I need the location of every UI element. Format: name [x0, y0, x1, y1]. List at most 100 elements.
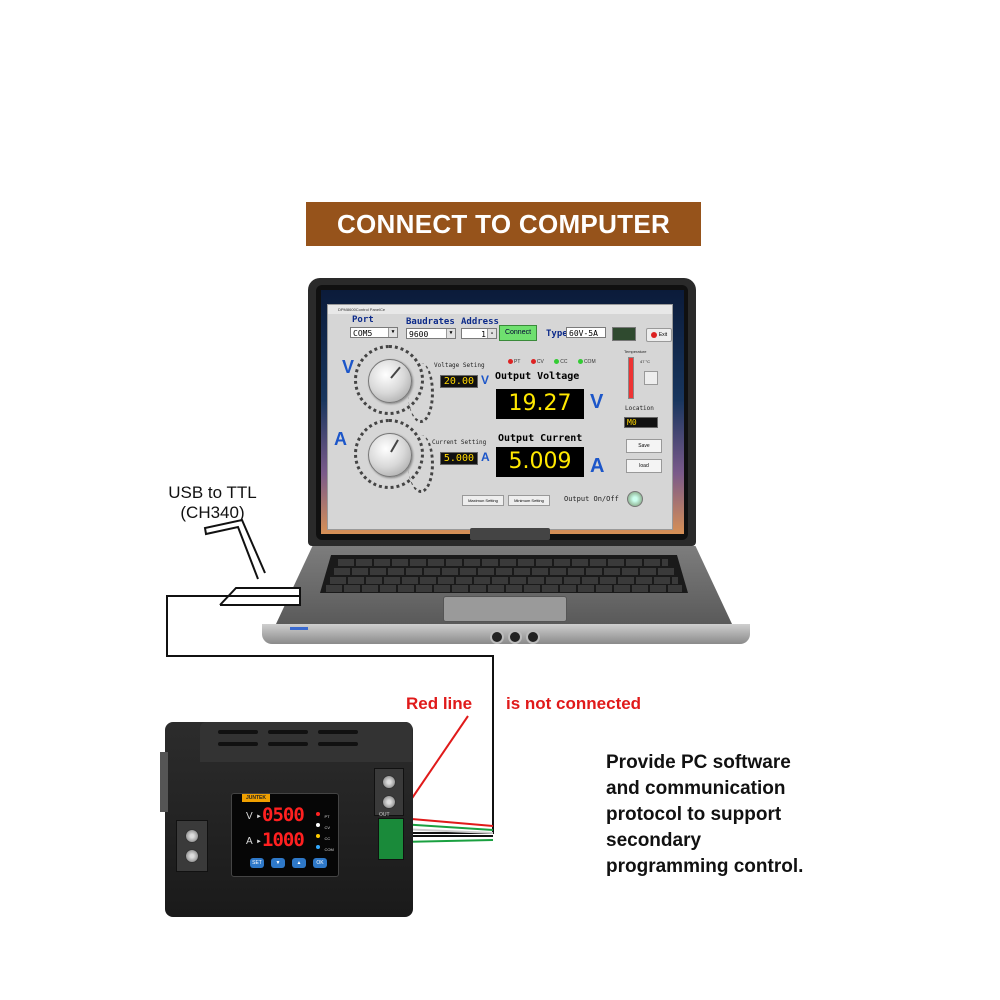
laptop-screen: DPM8600Control PanelCe Port COM5 ▼ Baudr… [321, 290, 684, 534]
exit-button[interactable]: Exit [646, 328, 672, 342]
laptop-front-edge [262, 624, 750, 644]
screw-icon [185, 849, 199, 863]
page-banner: CONNECT TO COMPUTER [306, 202, 701, 246]
input-terminal [176, 820, 208, 872]
feature-line: Provide PC software [606, 752, 791, 773]
set-button[interactable]: SET [250, 858, 264, 868]
indicator-label: COM [583, 358, 596, 365]
connect-button[interactable]: Connect [499, 325, 537, 341]
vent-slot [318, 742, 358, 746]
red-wire [399, 817, 494, 827]
maximum-setting-button[interactable]: Maximun Setting [462, 495, 504, 506]
voltage-rate-scale [408, 363, 434, 423]
output-voltage-label: Output Voltage [495, 371, 580, 382]
vent-slot [268, 730, 308, 734]
green-wire [399, 823, 494, 831]
feature-line: secondary [606, 830, 702, 851]
window-title: DPM8600Control PanelCe [328, 305, 672, 314]
feature-description: Provide PC software and communication pr… [606, 750, 866, 880]
current-rate-scale [408, 435, 434, 493]
vent-slot [268, 742, 308, 746]
baudrates-value: 9600 [409, 330, 429, 339]
psu-display-panel [231, 793, 339, 877]
screw-icon [185, 829, 199, 843]
red-arrow-line [403, 715, 469, 811]
pt-led-icon [316, 811, 320, 816]
voltage-letter: V [342, 357, 355, 377]
current-setting-field[interactable]: 5.000 [440, 452, 478, 465]
port-select[interactable]: COM5 ▼ [350, 327, 398, 338]
baudrates-label: Baudrates [406, 317, 455, 327]
cv-led-icon [316, 822, 320, 827]
feature-line: and communication [606, 778, 786, 799]
arrow-right-icon: ► [256, 839, 262, 845]
location-label: Location [625, 405, 654, 412]
pt-led-icon [508, 359, 513, 365]
psu-led-column: PT CV CC COM [316, 810, 334, 854]
exit-label: Exit [658, 332, 668, 338]
mounting-bracket [160, 752, 168, 812]
indicator-label: CC [560, 358, 568, 365]
current-letter: A [334, 429, 347, 449]
baudrates-select[interactable]: 9600 ▼ [406, 328, 456, 339]
usb-chip-text: (CH340) [180, 503, 245, 522]
indicator-row: PT CV CC COM [508, 353, 596, 371]
psu-led-label: COM [324, 847, 334, 852]
output-current-unit: A [590, 455, 605, 477]
screw-icon [382, 775, 396, 789]
save-button[interactable]: Save [626, 439, 662, 453]
feature-line: protocol to support [606, 804, 782, 825]
red-line-label: Red line [406, 694, 473, 713]
feature-line: programming control. [606, 856, 804, 877]
brand-logo: JUNTEK [242, 794, 270, 802]
indicator-label: PT [514, 358, 521, 365]
vent-slot [218, 742, 258, 746]
refresh-button[interactable] [644, 371, 658, 385]
ok-button[interactable]: OK [313, 858, 327, 868]
address-value: 1 [481, 330, 486, 339]
location-select[interactable]: M0 [624, 417, 658, 428]
usb-to-ttl-label: USB to TTL (CH340) [150, 483, 275, 523]
minimum-setting-button[interactable]: Minimum Setting [508, 495, 550, 506]
psu-voltage-display: 0500 [262, 804, 305, 826]
power-toggle-icon[interactable] [627, 491, 643, 507]
indicator-label: CV [536, 358, 544, 365]
not-connected-label: is not connected [506, 694, 642, 713]
address-field[interactable]: 1 ▴ [461, 328, 497, 339]
screw-icon [382, 795, 396, 809]
usb-cable-line [203, 518, 266, 580]
current-setting-unit: A [481, 450, 490, 464]
psu-led-label: PT [324, 814, 330, 819]
thermometer-icon [628, 357, 634, 399]
output-current-label: Output Current [498, 433, 583, 444]
key-row [326, 585, 682, 592]
down-button[interactable]: ▼ [271, 858, 285, 868]
media-button-icon [490, 630, 504, 644]
temperature-label: Temperature [624, 349, 647, 354]
cv-led-icon [530, 359, 536, 365]
com-led-icon [577, 359, 583, 365]
voltage-setting-field[interactable]: 20.00 [440, 375, 478, 388]
media-button-icon [526, 630, 540, 644]
load-button[interactable]: load [626, 459, 662, 473]
usb-to-ttl-text: USB to TTL [168, 483, 257, 502]
cc-led-icon [554, 359, 560, 365]
type-label: Type [546, 329, 568, 339]
up-button[interactable]: ▲ [292, 858, 306, 868]
type-field[interactable]: 60V-5A [566, 327, 606, 338]
voltage-setting-unit: V [481, 373, 490, 387]
green-wire-2 [399, 839, 494, 843]
current-setting-label: Current Setting [432, 439, 487, 446]
laptop-touchpad [443, 596, 567, 622]
media-button-icon [508, 630, 522, 644]
key-row [330, 577, 678, 584]
address-label: Address [461, 317, 499, 327]
temperature-readout: 47 °C [640, 359, 651, 364]
key-row [338, 559, 668, 566]
voltage-knob[interactable] [368, 359, 412, 403]
com-led-icon [316, 844, 320, 849]
comm-terminal [378, 818, 404, 860]
psu-voltage-letter: V [246, 811, 253, 822]
power-supply-top [200, 722, 412, 762]
